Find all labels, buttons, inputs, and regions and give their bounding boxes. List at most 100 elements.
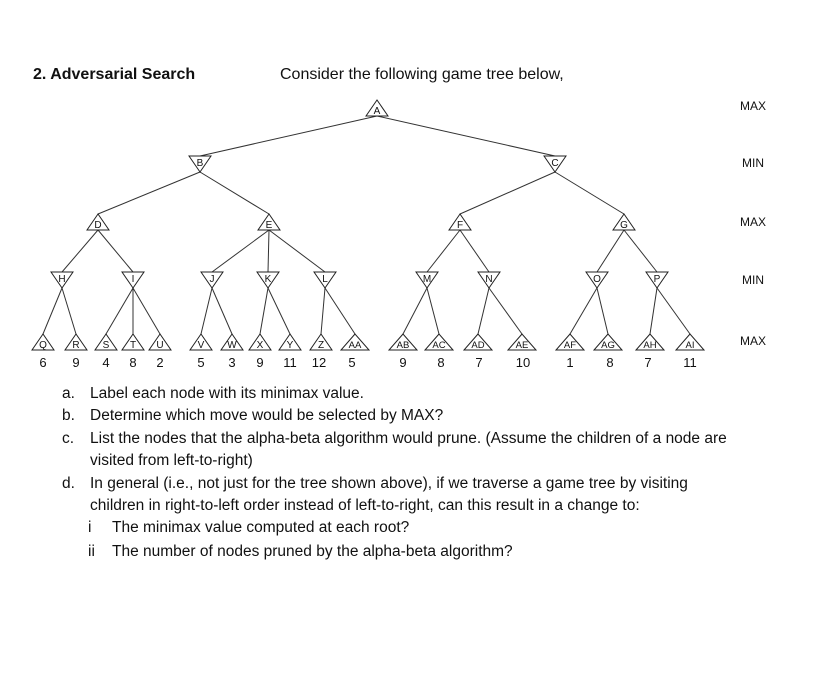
- node-label: U: [156, 340, 163, 351]
- level-label: MIN: [742, 156, 764, 170]
- node-label: Y: [287, 340, 294, 351]
- tree-edge: [477, 287, 490, 335]
- node-triangle: [674, 333, 706, 351]
- question-marker: b.: [62, 407, 75, 424]
- intro-text: Consider the following game tree below,: [280, 66, 564, 83]
- node-triangle: [554, 333, 586, 351]
- tree-edge: [649, 287, 658, 335]
- leaf-node: AC: [423, 333, 455, 351]
- tree-edge: [623, 229, 658, 273]
- leaf-node: S: [94, 333, 118, 351]
- node-triangle: [189, 333, 213, 351]
- leaf-value: 10: [516, 355, 530, 370]
- question-marker: ii: [88, 543, 95, 560]
- question-text: Determine which move would be selected b…: [90, 407, 444, 424]
- tree-edge: [596, 287, 609, 335]
- node-triangle: [448, 213, 472, 231]
- node-triangle: [64, 333, 88, 351]
- node-triangle: [278, 333, 302, 351]
- node-label: V: [198, 340, 205, 351]
- node-triangle: [645, 271, 669, 289]
- leaf-value: 7: [644, 355, 651, 370]
- level-label: MAX: [740, 215, 766, 229]
- tree-edge: [105, 287, 134, 335]
- tree-node: F: [448, 213, 472, 231]
- tree-edge: [200, 287, 213, 335]
- question-marker: c.: [62, 430, 75, 447]
- question-text: In general (i.e., not just for the tree …: [90, 475, 688, 492]
- node-label: N: [485, 274, 492, 285]
- node-triangle: [462, 333, 494, 351]
- leaf-node: W: [220, 333, 244, 351]
- tree-node: G: [612, 213, 636, 231]
- node-triangle: [313, 271, 337, 289]
- leaf-value: 5: [348, 355, 355, 370]
- tree-edge: [596, 229, 625, 273]
- question-text: Label each node with its minimax value.: [90, 385, 364, 402]
- node-triangle: [339, 333, 371, 351]
- node-triangle: [148, 333, 172, 351]
- node-label: Q: [39, 340, 47, 351]
- node-label: AE: [516, 340, 529, 351]
- node-label: K: [265, 274, 272, 285]
- node-triangle: [387, 333, 419, 351]
- node-triangle: [423, 333, 455, 351]
- tree-node: D: [86, 213, 110, 231]
- node-label: Z: [318, 340, 324, 351]
- node-label: R: [72, 340, 79, 351]
- tree-edge: [268, 229, 326, 273]
- tree-edge: [554, 171, 625, 215]
- node-triangle: [585, 271, 609, 289]
- question-marker: d.: [62, 475, 75, 492]
- tree-node: J: [200, 271, 224, 289]
- leaf-node: AE: [506, 333, 538, 351]
- tree-edge: [426, 287, 440, 335]
- node-triangle: [477, 271, 501, 289]
- node-label: AI: [686, 340, 695, 351]
- node-triangle: [188, 155, 212, 173]
- tree-edge: [488, 287, 523, 335]
- tree-edge: [320, 287, 326, 335]
- node-triangle: [257, 213, 281, 231]
- leaf-node: AD: [462, 333, 494, 351]
- node-triangle: [612, 213, 636, 231]
- node-label: AC: [432, 340, 445, 351]
- leaf-node: AH: [634, 333, 666, 351]
- node-label: P: [654, 274, 661, 285]
- leaf-node: U: [148, 333, 172, 351]
- leaf-node: Z: [309, 333, 333, 351]
- tree-node: B: [188, 155, 212, 173]
- leaf-value: 5: [197, 355, 204, 370]
- node-triangle: [365, 99, 389, 117]
- tree-edge: [267, 229, 270, 273]
- node-triangle: [220, 333, 244, 351]
- question-text: The number of nodes pruned by the alpha-…: [112, 543, 513, 560]
- node-triangle: [415, 271, 439, 289]
- node-label: T: [130, 340, 136, 351]
- question-text: List the nodes that the alpha-beta algor…: [90, 430, 727, 447]
- node-triangle: [506, 333, 538, 351]
- root-node: A: [365, 99, 389, 117]
- node-triangle: [543, 155, 567, 173]
- leaf-node: T: [121, 333, 145, 351]
- leaf-value: 6: [39, 355, 46, 370]
- section-heading: 2. Adversarial Search: [33, 66, 196, 83]
- leaf-node: Y: [278, 333, 302, 351]
- node-label: W: [227, 340, 237, 351]
- node-label: AF: [564, 340, 576, 351]
- question-marker: i: [88, 519, 92, 536]
- leaf-node: AG: [592, 333, 624, 351]
- leaf-value: 11: [283, 355, 297, 370]
- tree-node: L: [313, 271, 337, 289]
- node-triangle: [248, 333, 272, 351]
- tree-edge: [459, 171, 556, 215]
- question-marker: a.: [62, 385, 75, 402]
- tree-node: I: [121, 271, 145, 289]
- leaf-value: 9: [399, 355, 406, 370]
- leaf-node: AI: [674, 333, 706, 351]
- level-label: MIN: [742, 273, 764, 287]
- node-triangle: [634, 333, 666, 351]
- tree-edge: [61, 229, 99, 273]
- node-triangle: [592, 333, 624, 351]
